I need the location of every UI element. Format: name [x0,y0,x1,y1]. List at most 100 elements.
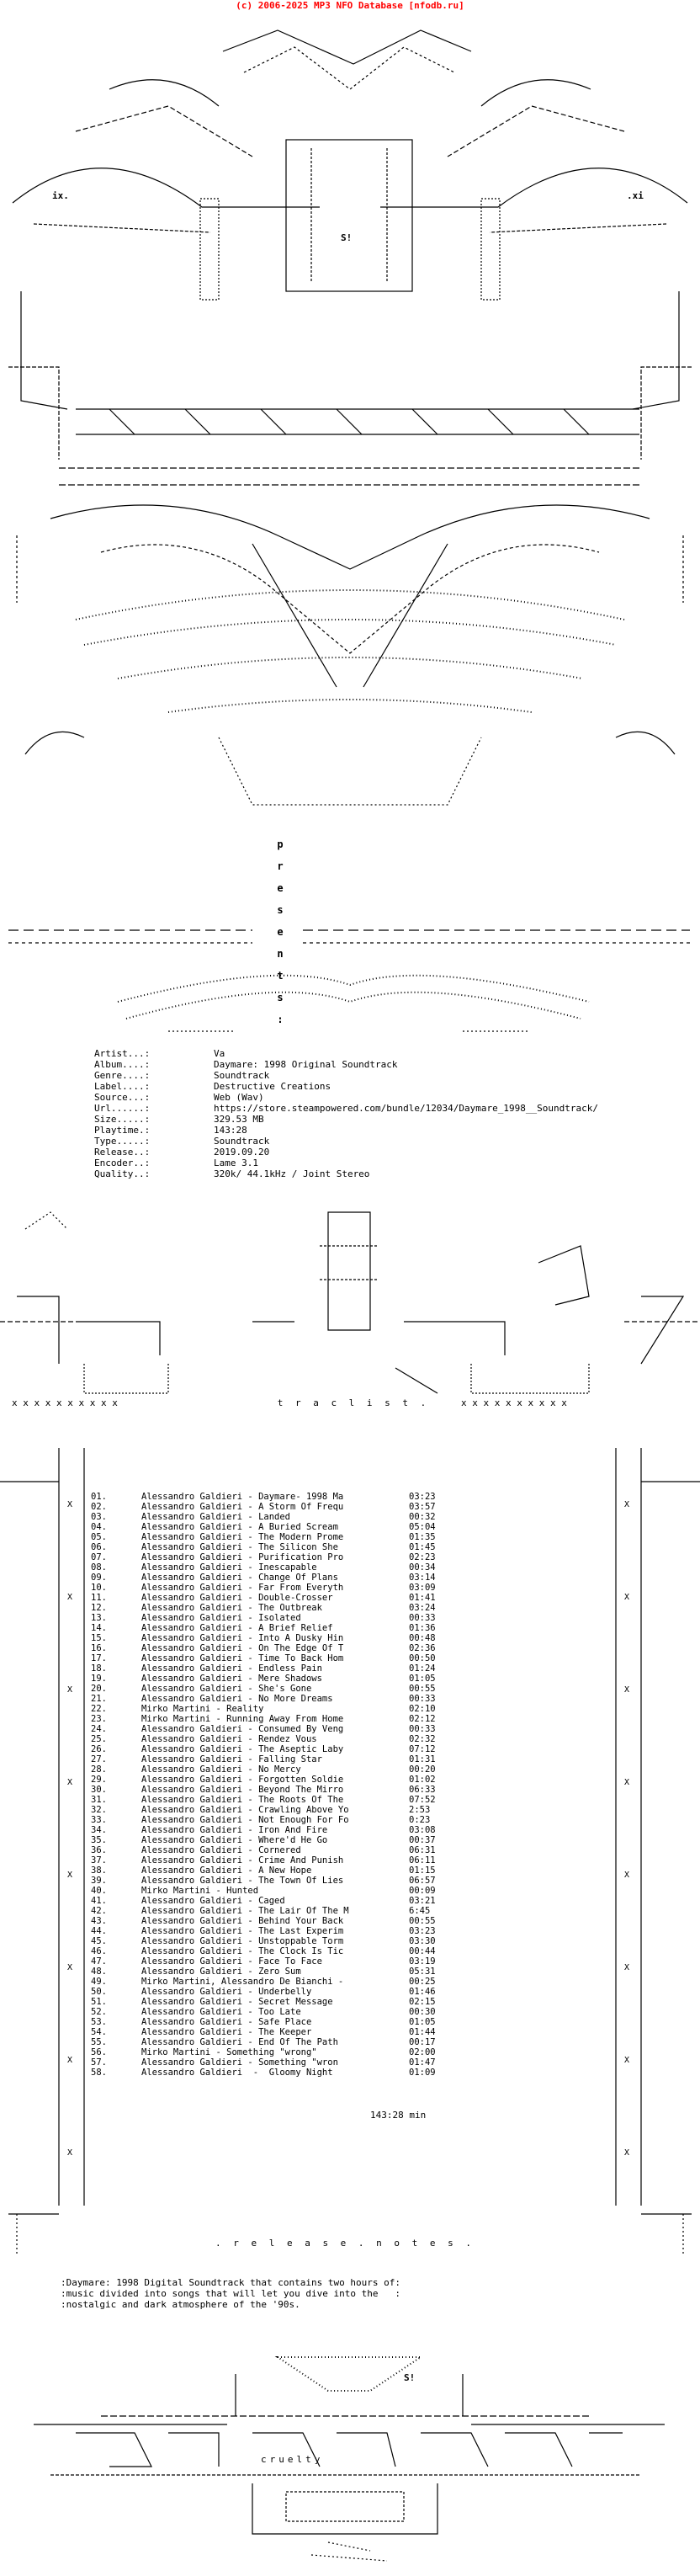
info-label: Source...: [94,1092,151,1103]
logo-tag-center: S! [341,232,353,243]
track-row: 17.Alessandro Galdieri - Time To Back Ho… [91,1653,436,1663]
info-value: Soundtrack [214,1070,270,1081]
svg-text:x x x x x x x x x x: x x x x x x x x x x [12,1397,118,1408]
presents-vertical: p r e s e n t s : [272,833,289,1030]
info-url[interactable]: https://store.steampowered.com/bundle/12… [214,1103,598,1114]
track-row: 39.Alessandro Galdieri - The Town Of Lie… [91,1876,436,1886]
info-value: Soundtrack [214,1136,270,1147]
svg-text:X: X [624,2148,629,2158]
track-row: 05.Alessandro Galdieri - The Modern Prom… [91,1532,436,1542]
release-note-line: :nostalgic and dark atmosphere of the '9… [61,2299,300,2310]
info-row-release: Release..: 2019.09.20 [94,1147,666,1158]
info-row-artist: Artist...: Va [94,1048,666,1059]
track-row: 33.Alessandro Galdieri - Not Enough For … [91,1815,431,1825]
presents-letter: p [277,838,284,850]
track-row: 24.Alessandro Galdieri - Consumed By Ven… [91,1724,436,1734]
track-row: 46.Alessandro Galdieri - The Clock Is Ti… [91,1946,436,1956]
svg-text:X: X [67,2148,72,2158]
info-row-encoder: Encoder..:Lame 3.1 [94,1158,666,1168]
svg-text:X: X [67,1778,72,1787]
svg-text:X: X [624,1685,629,1695]
track-row: 01.Alessandro Galdieri - Daymare- 1998 M… [91,1492,436,1502]
presents-decoration [0,884,700,1044]
track-row: 57.Alessandro Galdieri - Something "wron… [91,2057,436,2068]
info-row-type: Type.....:Soundtrack [94,1136,666,1147]
track-row: 09.Alessandro Galdieri - Change Of Plans… [91,1573,436,1583]
track-row: 02.Alessandro Galdieri - A Storm Of Freq… [91,1502,436,1512]
info-label: Size.....: [94,1114,151,1125]
info-row-genre: Genre....: Soundtrack [94,1070,666,1081]
info-value: Va [214,1048,225,1059]
track-row: 29.Alessandro Galdieri - Forgotten Soldi… [91,1775,436,1785]
tracklist-title: t r a c l i s t . [277,1397,430,1408]
presents-letter: s [277,992,284,1003]
info-row-url: Url......: https://store.steampowered.com… [94,1103,666,1114]
svg-text:X: X [67,1871,72,1880]
info-label: Release..: [94,1147,151,1158]
info-row-playtime: Playtime.: 143:28 [94,1125,666,1136]
track-row: 26.Alessandro Galdieri - The Aseptic Lab… [91,1744,436,1754]
svg-text:X: X [67,1963,72,1972]
svg-text:X: X [624,2056,629,2065]
info-row-size: Size.....: 329.53 MB [94,1114,666,1125]
info-value: Daymare: 1998 Original Soundtrack [214,1059,398,1070]
track-row: 31.Alessandro Galdieri - The Roots Of Th… [91,1795,436,1805]
info-value: 143:28 [214,1125,247,1136]
track-row: 15.Alessandro Galdieri - Into A Dusky Hi… [91,1633,436,1643]
info-value: 329.53 MB [214,1114,264,1125]
info-value: Lame 3.1 [214,1158,258,1168]
info-value: 2019.09.20 [214,1147,270,1158]
release-notes: :Daymare: 1998 Digital Soundtrack that c… [61,2277,565,2310]
presents-letter: : [277,1014,284,1025]
track-row: 23.Mirko Martini - Running Away From Hom… [91,1714,436,1724]
top-ascii-logo: ix. .xi S! [0,13,700,822]
track-row: 06.Alessandro Galdieri - The Silicon She… [91,1542,436,1552]
info-value: 320k/ 44.1kHz / Joint Stereo [214,1168,370,1179]
footer-tag: S! [404,2372,416,2383]
info-label: Artist...: [94,1048,151,1059]
track-row: 49.Mirko Martini, Alessandro De Bianchi … [91,1977,436,1987]
track-row: 43.Alessandro Galdieri - Behind Your Bac… [91,1916,436,1926]
presents-letter: e [277,882,284,894]
track-row: 04.Alessandro Galdieri - A Buried Scream… [91,1522,436,1532]
track-row: 16.Alessandro Galdieri - On The Edge Of … [91,1643,436,1653]
svg-text:X: X [67,1500,72,1509]
info-label: Genre....: [94,1070,151,1081]
track-row: 07.Alessandro Galdieri - Purification Pr… [91,1552,436,1562]
info-label: Url......: [94,1103,151,1114]
svg-text:X: X [67,2056,72,2065]
svg-text:X: X [624,1778,629,1787]
track-row: 30.Alessandro Galdieri - Beyond The Mirr… [91,1785,436,1795]
logo-tag-right: .xi [627,190,644,201]
site-credit: (c) 2006-2025 MP3 NFO Database [nfodb.ru… [236,0,464,11]
svg-text:X: X [624,1963,629,1972]
info-row-quality: Quality..:320k/ 44.1kHz / Joint Stereo [94,1168,666,1179]
info-label: Playtime.: [94,1125,151,1136]
track-row: 32.Alessandro Galdieri - Crawling Above … [91,1805,431,1815]
svg-text:X: X [624,1871,629,1880]
track-row: 10.Alessandro Galdieri - Far From Everyt… [91,1583,436,1593]
info-label: Album....: [94,1059,151,1070]
total-playtime: 143:28 min [370,2110,427,2121]
presents-letter: t [277,970,284,982]
release-info: Artist...: Va Album....: Daymare: 1998 Ori… [94,1048,666,1179]
info-row-source: Source...:Web (Wav) [94,1092,666,1103]
